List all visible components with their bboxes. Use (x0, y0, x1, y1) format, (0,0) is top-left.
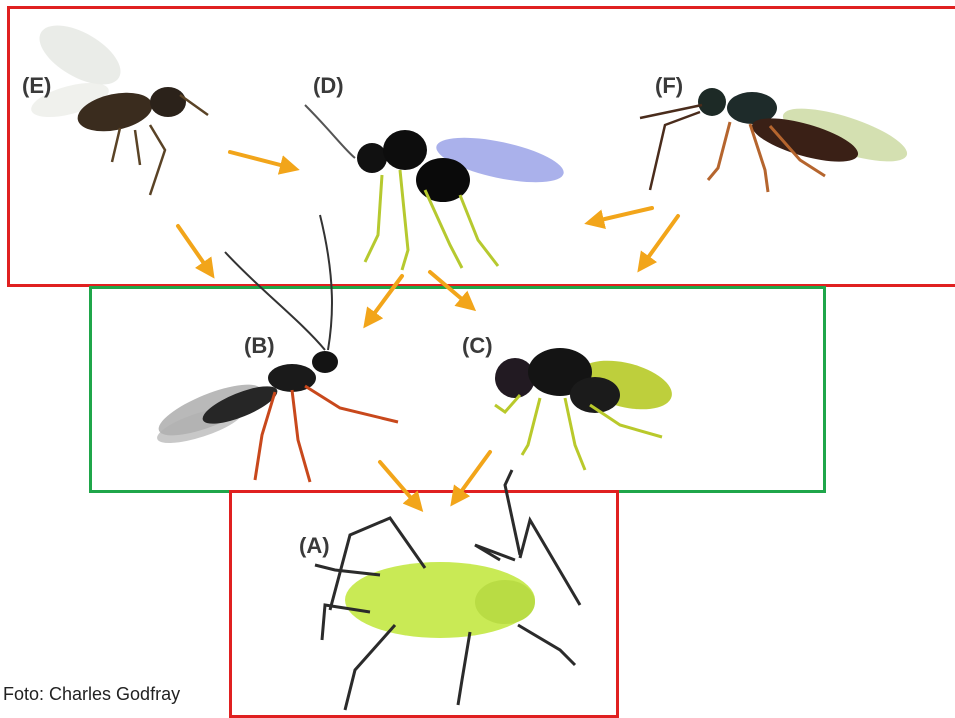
arrow-f-to-c (642, 216, 678, 266)
panel-label-c: (C) (462, 333, 493, 359)
arrow-e-to-d (230, 152, 292, 168)
arrow-d-to-b (368, 276, 402, 322)
panel-label-d: (D) (313, 73, 344, 99)
wasp-e-icon (28, 13, 208, 195)
arrow-b-to-a (380, 462, 418, 506)
arrow-d-to-c (430, 272, 470, 306)
arrow-e-to-b (178, 226, 210, 272)
photo-credit: Foto: Charles Godfray (3, 684, 180, 705)
panel-label-b: (B) (244, 333, 275, 359)
panel-label-a: (A) (299, 533, 330, 559)
wasp-f-icon (640, 88, 912, 192)
panel-label-e: (E) (22, 73, 51, 99)
wasp-b-icon (153, 215, 398, 482)
aphid-a-icon (315, 470, 580, 710)
wasp-d-icon (305, 105, 567, 270)
wasp-c-icon (495, 348, 677, 470)
arrow-c-to-a (455, 452, 490, 500)
panel-label-f: (F) (655, 73, 683, 99)
arrow-f-to-d (592, 208, 652, 222)
